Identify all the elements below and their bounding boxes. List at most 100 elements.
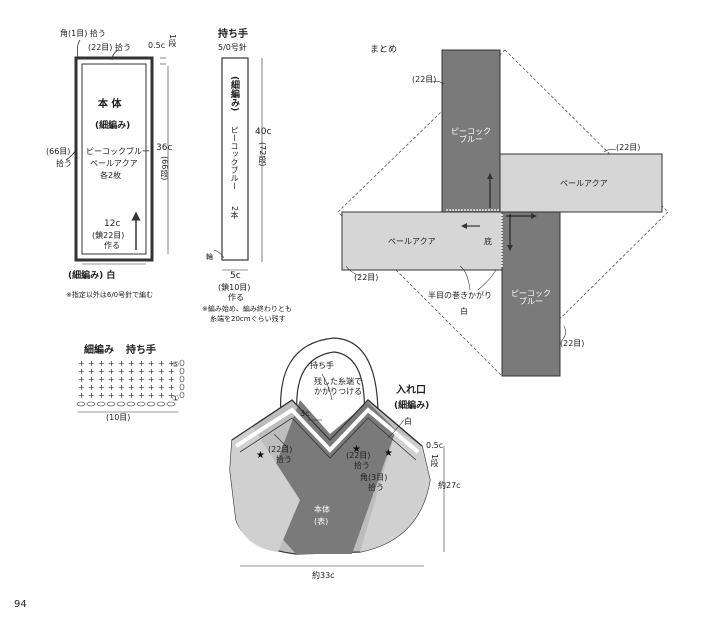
bag-handle-gap: 3c <box>300 409 310 418</box>
stitch-symbol: + <box>98 391 105 400</box>
top-pickup-curve <box>111 49 119 61</box>
stitch-symbol: + <box>88 391 95 400</box>
bag-edge-width: 0.5c <box>426 441 444 450</box>
assembly-joining: 半目の巻きかがり <box>428 291 492 300</box>
stitch-symbol: + <box>88 383 95 392</box>
handle-color: ピーコックブルー <box>230 126 239 190</box>
chart-title-stitch: 細編み <box>84 345 114 356</box>
bag-body-sub: (表) <box>314 517 329 526</box>
bag-handle: 持ち手 <box>310 361 334 370</box>
stitch-symbol: + <box>148 391 155 400</box>
handle-make: 作る <box>228 293 244 302</box>
assembly-count-right: (22目) <box>616 143 641 152</box>
chain-symbol <box>96 401 106 407</box>
turning-chain-symbol <box>179 367 185 375</box>
handle-height-rows: (72段) <box>258 142 267 167</box>
handle-chain: (鎖10目) <box>218 283 251 292</box>
corner-pickup-curve <box>76 39 81 59</box>
handle-hook: 5/0号針 <box>218 43 247 52</box>
handle-stitch: (細編み) <box>229 76 239 112</box>
handle-height: 40c <box>255 127 272 137</box>
assembly-title: まとめ <box>370 45 398 55</box>
chain-symbol <box>126 401 136 407</box>
body-height: 36c <box>156 143 173 153</box>
stitch-symbol: + <box>138 367 145 376</box>
stitch-symbol: + <box>168 391 175 400</box>
stitch-symbol: + <box>148 359 155 368</box>
stitch-symbol: + <box>138 391 145 400</box>
body-title: 本 体 <box>98 99 122 110</box>
bag-opening-stitch: (細編み) <box>394 401 430 411</box>
body-color-3: 各2枚 <box>100 171 122 180</box>
stitch-symbol: + <box>158 367 165 376</box>
stitch-symbol: + <box>98 383 105 392</box>
chart-title-handle: 持ち手 <box>126 345 156 356</box>
svg-text:★: ★ <box>256 450 265 461</box>
bag-pickup-count-mid: (22目) <box>346 451 371 460</box>
chain-symbol <box>86 401 96 407</box>
stitch-symbol: + <box>138 375 145 384</box>
page-number: 94 <box>14 599 27 610</box>
chain-symbol <box>76 401 86 407</box>
finished-bag: ★ ★ ★ <box>229 337 445 567</box>
side-pickup-curve <box>65 149 77 161</box>
stitch-symbol: + <box>128 383 135 392</box>
handle-title: 持ち手 <box>218 29 248 40</box>
stitch-symbol: + <box>148 383 155 392</box>
assembly-diagram <box>337 49 669 377</box>
turning-chain-symbol <box>179 359 185 367</box>
stitch-symbol: + <box>78 375 85 384</box>
stitch-symbol: + <box>88 367 95 376</box>
bag-pickup-count-left: (22目) <box>268 445 293 454</box>
stitch-symbol: + <box>98 359 105 368</box>
handle-count: 2本 <box>230 206 239 220</box>
stitch-symbol: + <box>98 375 105 384</box>
turning-chain-symbol <box>179 391 185 399</box>
assembly-count-bottom: (22目) <box>560 339 585 348</box>
stitch-symbol: + <box>168 359 175 368</box>
stitch-symbol: + <box>108 359 115 368</box>
stitch-symbol: + <box>138 359 145 368</box>
chain-symbol <box>166 401 176 407</box>
stitch-symbol: + <box>118 383 125 392</box>
bag-pickup-mid: 拾う <box>354 461 370 470</box>
stitch-symbol: + <box>158 391 165 400</box>
stitch-symbol: + <box>98 367 105 376</box>
turning-chain-symbol <box>179 375 185 383</box>
bag-attach-note-1: 残した糸端で <box>314 377 362 386</box>
bag-pickup-left: 拾う <box>276 455 292 464</box>
assembly-pale-left: ペールアクア <box>388 237 436 246</box>
assembly-peacock-top: ピーコック ブルー <box>451 127 491 144</box>
body-note: ※指定以外は6/0号針で編む <box>66 291 154 299</box>
body-panel-shape <box>74 56 154 262</box>
stitch-symbol: + <box>88 359 95 368</box>
chain-symbol <box>156 401 166 407</box>
assembly-count-left: (22目) <box>354 273 379 282</box>
bag-corner-pickup-count: 角(3目) <box>360 473 388 482</box>
stitch-symbol: + <box>158 375 165 384</box>
stitch-symbol: + <box>158 383 165 392</box>
body-chain: (鎖22目) <box>92 231 125 240</box>
stitch-symbol: + <box>118 359 125 368</box>
bag-body-label: 本体 <box>314 505 330 514</box>
assembly-bottom: 底 <box>484 237 492 246</box>
stitch-symbol: + <box>118 375 125 384</box>
assembly-peacock-bottom: ピーコック ブルー <box>511 289 551 306</box>
chart-width-count: (10目) <box>106 413 131 422</box>
stitch-symbol: + <box>108 391 115 400</box>
stitch-symbol: + <box>138 383 145 392</box>
chart-row-end: ⑤ <box>172 360 180 369</box>
stitch-symbol: + <box>88 375 95 384</box>
bag-corner-pickup: 拾う <box>368 483 384 492</box>
stitch-symbol: + <box>78 391 85 400</box>
turning-chain-symbol <box>179 383 185 391</box>
handle-note-2: 糸端を20cmぐらい残す <box>210 315 286 323</box>
svg-text:★: ★ <box>384 448 393 459</box>
body-side-pickup-count: (66目) <box>46 147 71 156</box>
stitch-symbol: + <box>78 359 85 368</box>
stitch-symbol: + <box>108 367 115 376</box>
assembly-count-top: (22目) <box>412 75 437 84</box>
stitch-symbol: + <box>148 367 155 376</box>
stitch-symbol: + <box>78 383 85 392</box>
